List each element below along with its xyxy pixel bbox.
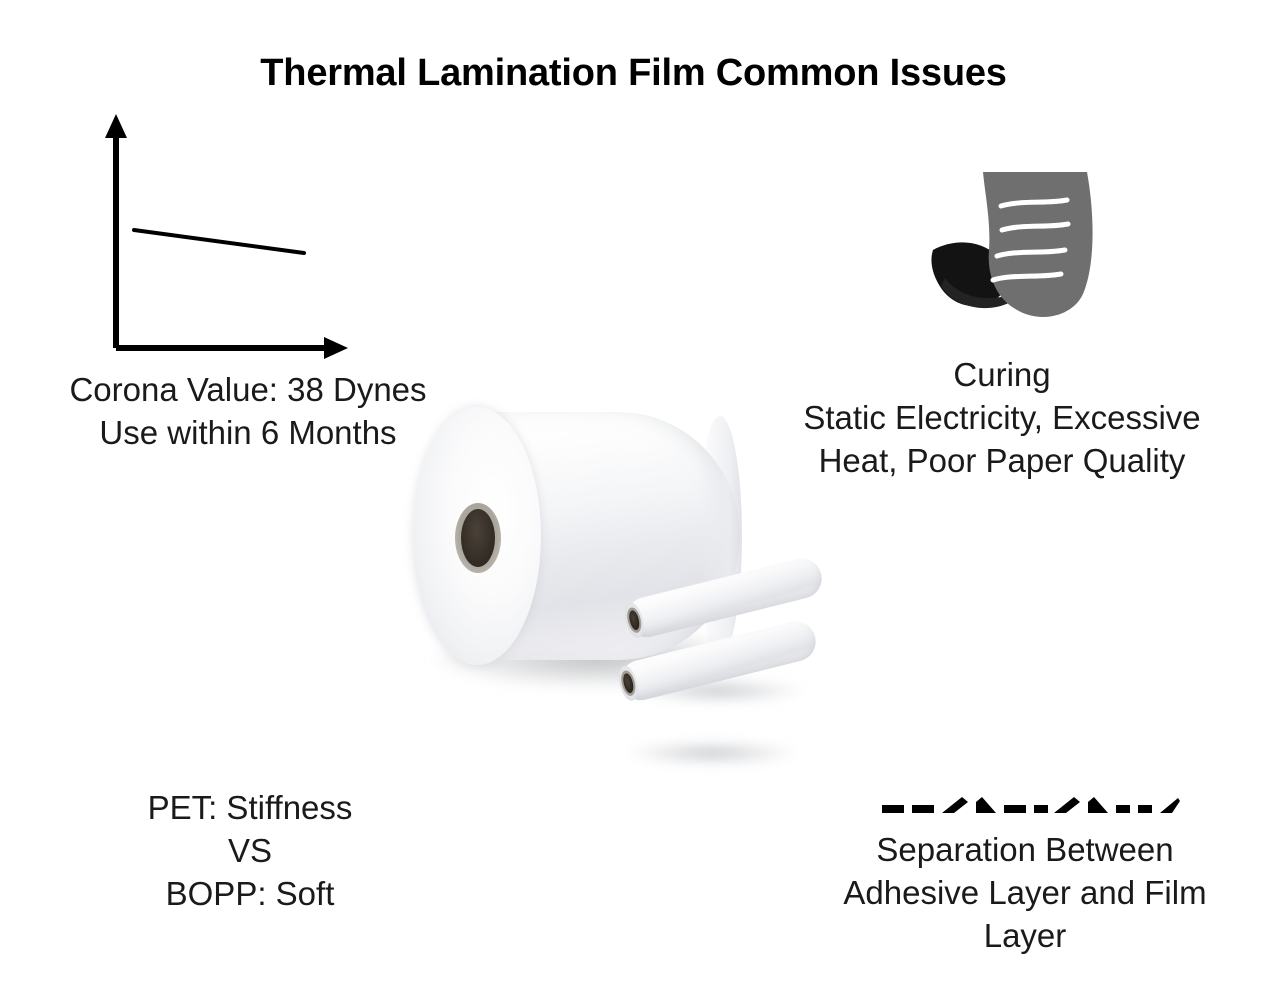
separation-caption: Separation Between Adhesive Layer and Fi… [843,831,1207,954]
page-title: Thermal Lamination Film Common Issues [260,52,1007,94]
curling-document-icon [925,158,1110,338]
line-chart-icon [90,108,370,363]
document-text-lines [990,197,1071,283]
chart-y-axis [105,114,127,348]
delamination-dashed-line-icon [880,788,1180,822]
document-curl-tail [941,278,1021,309]
corona-caption: Corona Value: 38 Dynes Use within 6 Mont… [69,371,427,451]
material-caption: PET: Stiffness VS BOPP: Soft [147,789,353,912]
thin-roll-bottom-shadow [627,740,797,766]
chart-series-line [132,228,306,255]
large-roll-core [461,509,495,567]
curing-caption: Curing Static Electricity, Excessive Hea… [803,356,1201,479]
chart-x-axis [116,337,348,359]
thermal-lamination-film-rolls [395,395,865,795]
document-page [983,172,1093,317]
